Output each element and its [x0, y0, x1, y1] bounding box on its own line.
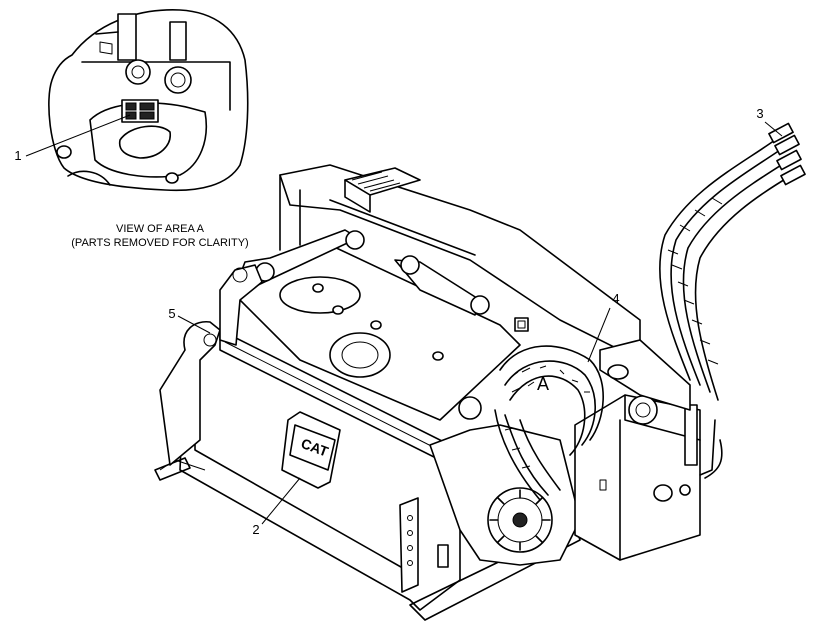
hose-couplers — [768, 122, 806, 186]
view-marker-a: A — [537, 374, 549, 394]
callout-label-4: 4 — [612, 291, 619, 306]
control-valve — [628, 395, 658, 425]
detail-caption-line2: (PARTS REMOVED FOR CLARITY) — [71, 237, 248, 249]
rear-valve-block — [599, 339, 691, 411]
drum-roller — [279, 276, 361, 314]
logo-plate: CAT — [281, 411, 341, 489]
top-step-plate — [344, 167, 421, 213]
callout-5: 5 — [168, 306, 211, 334]
detail-view-bubble — [48, 9, 249, 192]
callout-3: 3 — [756, 106, 783, 137]
small-decal — [437, 544, 449, 568]
detail-decal — [121, 99, 159, 123]
callout-label-5: 5 — [168, 306, 175, 321]
main-machine: CAT — [154, 122, 806, 621]
detail-square-icon — [99, 41, 113, 55]
callout-label-1: 1 — [14, 148, 21, 163]
callout-2: 2 — [252, 477, 301, 537]
right-side-plate — [399, 497, 419, 593]
callout-4: 4 — [587, 291, 620, 363]
detail-caption-line1: VIEW OF AREA A — [116, 223, 205, 235]
callout-label-3: 3 — [756, 106, 763, 121]
frame-square-plug — [514, 317, 529, 332]
detail-ear-left — [117, 13, 137, 61]
detail-ear-right — [169, 21, 187, 61]
callout-label-2: 2 — [252, 522, 259, 537]
control-side-strip — [684, 404, 698, 466]
drum-motor — [329, 332, 391, 378]
hose-lines — [658, 139, 793, 479]
left-upright — [219, 264, 263, 346]
hose-bundle — [494, 345, 604, 501]
callout-1: 1 — [14, 114, 131, 163]
left-side-frame — [159, 321, 221, 466]
